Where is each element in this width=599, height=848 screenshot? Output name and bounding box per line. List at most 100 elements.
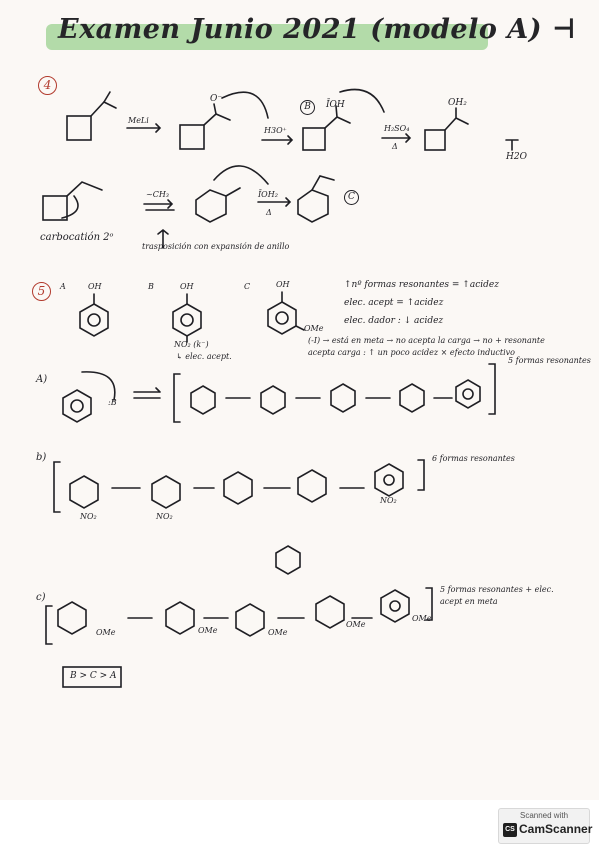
curved-arrow-4 (213, 165, 269, 185)
part-b-form-1 (69, 475, 99, 509)
compound-b-label: B (148, 282, 154, 291)
part-c-bracket-left (45, 605, 53, 645)
carbocation-chain (66, 181, 103, 197)
part-b-form-6 (275, 545, 301, 575)
arrow-meli (126, 123, 162, 133)
part-c-form-2 (165, 601, 195, 635)
arrow-h2so4 (381, 133, 412, 143)
part-a-phenol (62, 389, 92, 423)
ketone-carbonyl (103, 91, 111, 103)
camscanner-brand: CamScanner (519, 822, 593, 836)
arrow-h3o (261, 135, 294, 145)
compound-c-label: C (244, 282, 251, 291)
part-c-form-4 (315, 595, 345, 629)
title-highlight (46, 24, 488, 50)
rule-inductive-1: (-I) → está en meta → no acepta la carga… (308, 336, 545, 345)
curved-arrow-1 (221, 91, 269, 119)
ketone-chain (90, 101, 117, 117)
part-c-note: 5 formas resonantes + elec. acept en met… (440, 585, 554, 606)
compound-b-oh: OH (180, 282, 194, 291)
part-b-no2-2: NO₂ (156, 512, 173, 521)
part-a-form-3 (330, 383, 356, 413)
rule-inductive-2: acepta carga : ↑ un poco acidez × efecto… (308, 348, 515, 357)
part-c-bracket-right (425, 587, 433, 621)
cyclobutane-ring-3 (302, 127, 326, 151)
part-b-form-4 (297, 469, 327, 503)
part-a-label: A) (36, 374, 48, 385)
oh2-label: ĪOH₂ (258, 190, 278, 199)
part-c-ome-5: OMe (412, 614, 432, 623)
part-a-form-4 (399, 383, 425, 413)
rule-resonance: ↑nº formas resonantes = ↑acidez (344, 280, 499, 290)
phenol-b-ring (172, 303, 202, 337)
methyl-shift-label: ~CH₃ (146, 190, 170, 199)
part-a-arrow (81, 371, 116, 401)
cyclobutane-ring-2 (179, 124, 205, 150)
arrow-water (505, 139, 519, 151)
part-b-form-5 (374, 463, 404, 497)
acidity-conclusion: B > C > A (70, 671, 117, 681)
part-a-bracket-right (488, 363, 496, 415)
part-c-form-5-circle (389, 600, 401, 612)
part-a-form-2 (260, 385, 286, 415)
part-b-form-5-circle (383, 474, 395, 486)
phenol-c-ring (267, 301, 297, 335)
cyclobutane-ring-1 (66, 115, 92, 141)
heat-symbol-2: Δ (266, 208, 272, 217)
water-label: H2O (506, 152, 527, 162)
part-a-form-1 (190, 385, 216, 415)
cyclopentane-substituent (225, 187, 241, 197)
compound-c-ome: OMe (304, 324, 324, 333)
part-b-bracket-right (417, 459, 425, 491)
part-b-form-3 (223, 471, 253, 505)
oxonium-label: OH₂ (448, 98, 467, 108)
camscanner-logo-icon: CS (503, 823, 517, 837)
cyclopentane-ring-1 (195, 189, 227, 223)
curved-arrow-3 (61, 195, 79, 219)
phenol-a-circle (87, 313, 101, 327)
alcohol-oh-label: ĪOH (326, 100, 345, 110)
part-b-form-2 (151, 475, 181, 509)
part-c-ome-3: OMe (268, 628, 288, 637)
part-c-ome-4: OMe (346, 620, 366, 629)
part-a-form-5 (455, 379, 481, 409)
phenol-b-circle (180, 313, 194, 327)
carbocation-ring (42, 195, 68, 221)
part-b-label: b) (36, 452, 47, 463)
cyclobutane-ring-4 (424, 129, 446, 151)
phenol-a-ring (79, 303, 109, 337)
arrow-heat (257, 197, 292, 207)
part-a-bracket-left (173, 373, 181, 423)
reagent-meli: MeLi (128, 116, 149, 125)
cyclopentene-ring (297, 189, 329, 223)
product-b-label: B (300, 100, 315, 115)
part-c-form-1 (57, 601, 87, 635)
page-title: Examen Junio 2021 (modelo A) ⊣ (58, 14, 577, 45)
part-a-equilibrium (133, 387, 161, 399)
transposition-pointer (157, 228, 169, 249)
part-c-form-3 (235, 603, 265, 637)
question-4-number: 4 (38, 76, 57, 95)
product-c-label: C (344, 190, 359, 205)
part-b-bracket-left (53, 461, 61, 513)
scanned-with-label: Scanned with (520, 811, 569, 820)
part-c-ome-1: OMe (96, 628, 116, 637)
alkoxide-chain (203, 103, 231, 126)
rule-elec-acept: elec. acept = ↑acidez (344, 298, 444, 308)
part-c-label: c) (36, 592, 46, 603)
reagent-h2so4: H₂SO₄ (384, 124, 410, 133)
part-b-no2-1: NO₂ (80, 512, 97, 521)
compound-a-label: A (60, 282, 66, 291)
transposition-label: trasposición con expansión de anillo (142, 242, 290, 251)
rule-elec-dador: elec. dador : ↓ acidez (344, 316, 444, 326)
compound-c-oh: OH (276, 280, 290, 289)
question-5-number: 5 (32, 282, 51, 301)
alkoxide-label: O⁻ (210, 94, 223, 104)
oxonium-chain (444, 107, 469, 131)
compound-b-elec-acept: ↳ elec. acept. (176, 352, 232, 361)
part-b-no2-5: NO₂ (380, 496, 397, 505)
base-label: :B (108, 398, 117, 407)
reagent-h3o: H3O⁺ (264, 126, 287, 135)
part-b-note: 6 formas resonantes (432, 454, 515, 463)
heat-symbol-1: Δ (392, 142, 398, 151)
